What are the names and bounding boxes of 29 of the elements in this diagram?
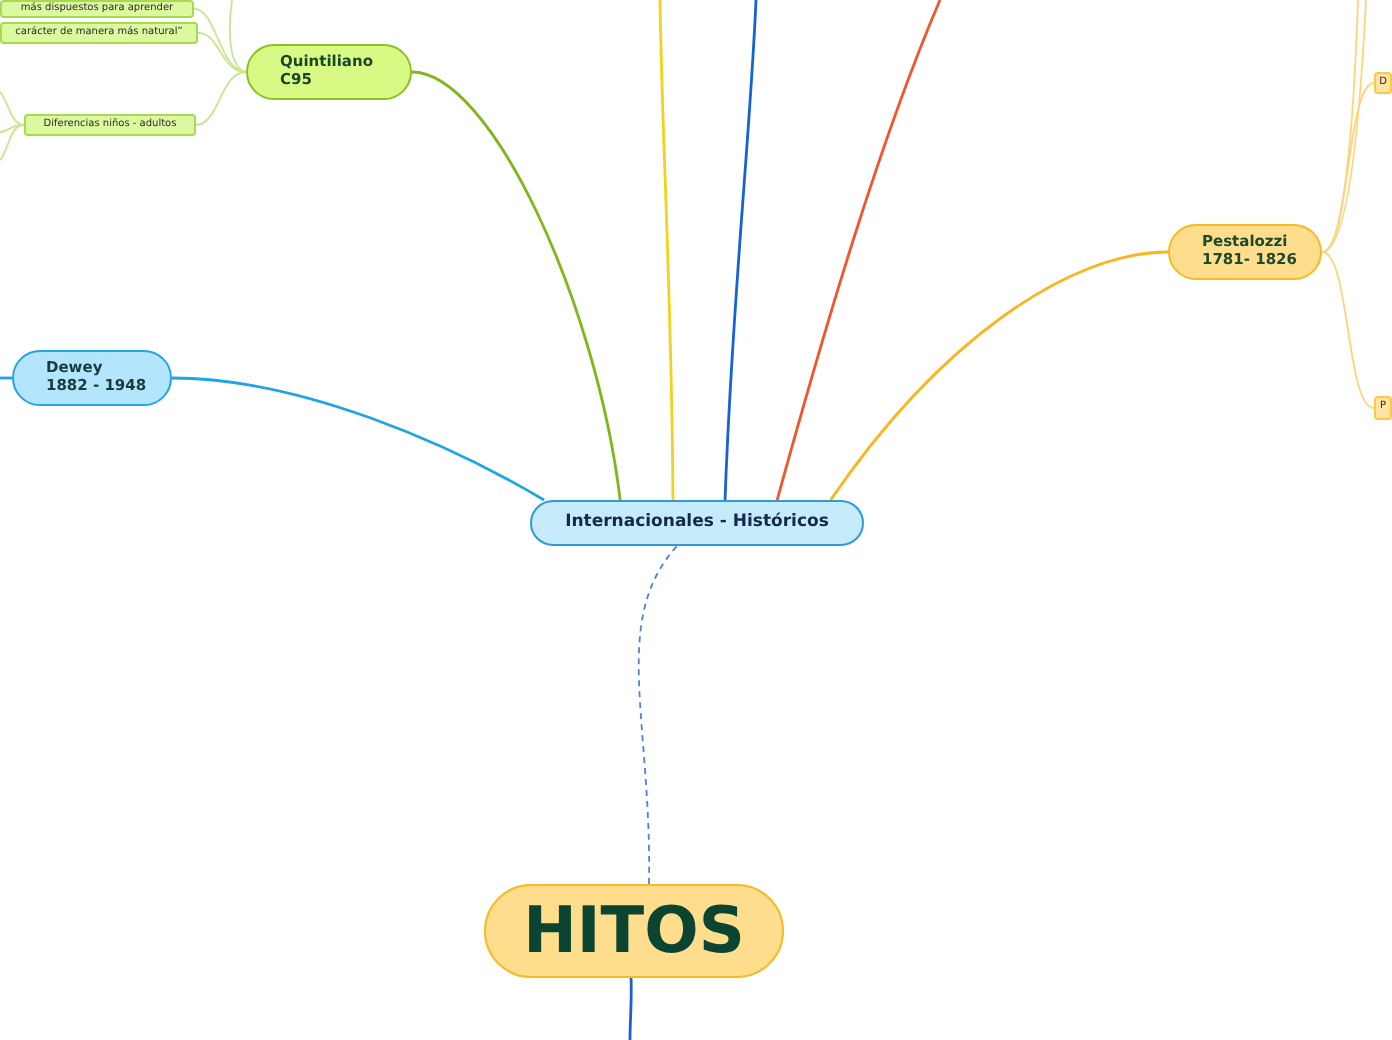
connector-line: [0, 91, 25, 126]
note-tag: [24, 114, 196, 136]
connector-line: [658, 0, 675, 500]
connector-line: [723, 0, 758, 501]
connector-line: [829, 250, 1169, 501]
topic-pill: [12, 350, 172, 406]
main-title: HITOS: [523, 894, 745, 968]
connector-line: [228, 0, 247, 73]
connector-line: [411, 70, 622, 501]
dashed-connector-line: [637, 545, 678, 885]
topic-title: Internacionales - Históricos: [565, 513, 829, 533]
connector-line: [775, 0, 942, 501]
central-topic-pill: [530, 500, 864, 546]
note-tag: [0, 0, 194, 18]
connector-line: [197, 32, 247, 73]
connector-line: [1321, 251, 1375, 409]
topic-pill: [1168, 224, 1322, 280]
connector-line: [1321, 82, 1375, 253]
note-tag: [0, 22, 198, 44]
connector-line: [0, 124, 25, 161]
connector-line: [171, 376, 545, 502]
topic-pill: [246, 44, 412, 100]
connector-line: [195, 71, 247, 126]
note-tag: [1374, 72, 1392, 94]
note-tag: [1374, 396, 1392, 420]
connector-line: [1321, 0, 1367, 253]
connector-line: [0, 124, 25, 133]
connector-line: [628, 977, 633, 1040]
main-topic-pill: [484, 884, 784, 978]
